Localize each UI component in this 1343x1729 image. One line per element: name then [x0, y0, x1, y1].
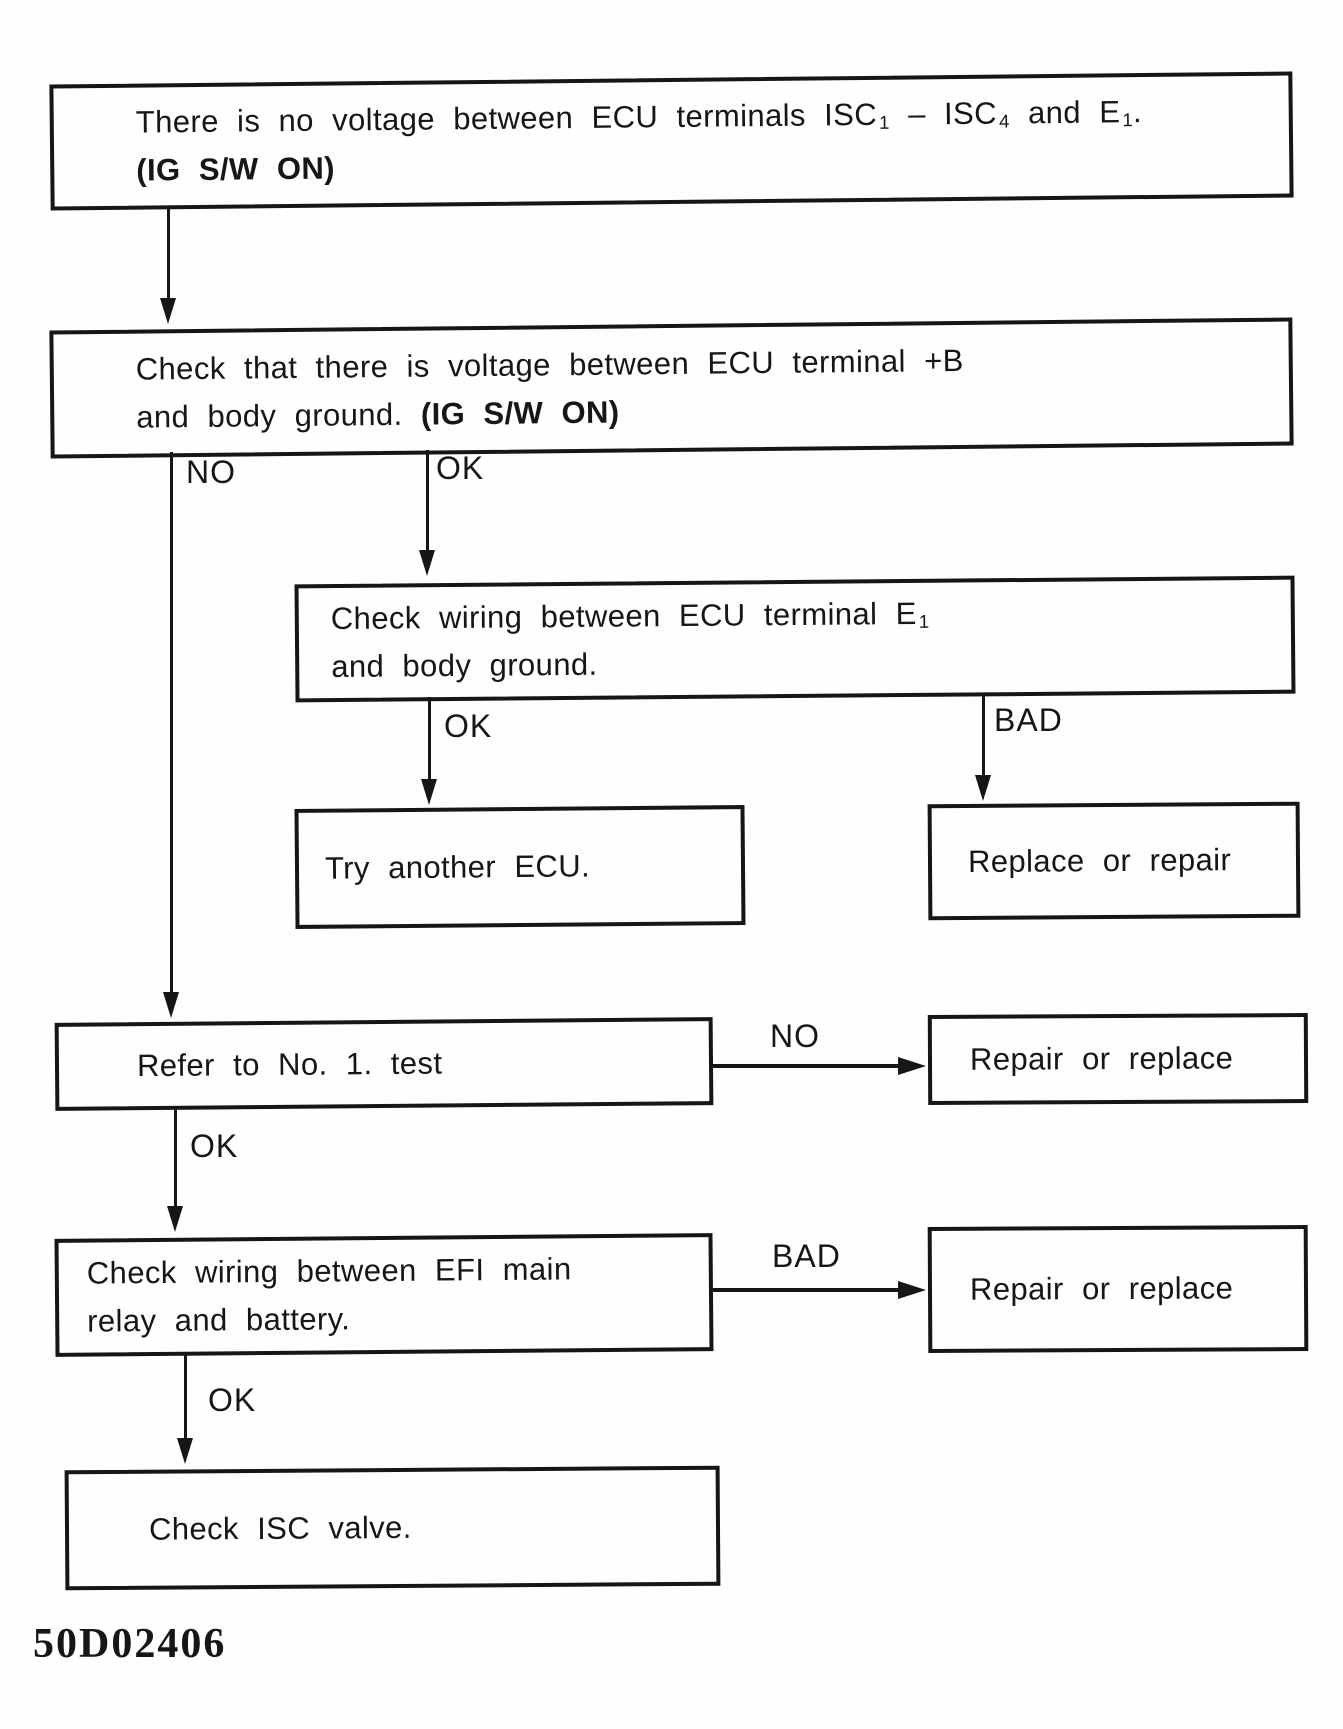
connector-no-to-refer-test [170, 452, 173, 994]
node-text: Try another ECU. [324, 848, 591, 886]
node-text: Repair or replace [969, 1270, 1234, 1307]
arrowhead-right-icon [898, 1281, 926, 1299]
edge-label-ok: OK [190, 1128, 239, 1164]
node-text-line1: Check wiring between ECU terminal E1 [330, 595, 930, 637]
node-text-line1: Check wiring between EFI main [86, 1251, 572, 1291]
edge-label-no: NO [770, 1018, 820, 1054]
node-text: Repair or replace [969, 1040, 1234, 1077]
node-text: Replace or repair [967, 842, 1232, 879]
arrowhead-down-icon [163, 992, 179, 1018]
node-check-e1-wiring: Check wiring between ECU terminal E1 and… [294, 575, 1296, 703]
figure-code: 50D02406 [33, 1621, 227, 1667]
node-text: Check ISC valve. [148, 1509, 412, 1547]
node-try-another-ecu: Try another ECU. [294, 805, 746, 929]
node-refer-no1-test: Refer to No. 1. test [54, 1017, 714, 1111]
arrowhead-down-icon [975, 775, 991, 801]
arrowhead-down-icon [419, 550, 435, 576]
edge-label-ok: OK [436, 450, 485, 486]
node-text-line2: relay and battery. [87, 1301, 351, 1339]
node-text: Refer to No. 1. test [136, 1045, 443, 1084]
edge-label-no: NO [186, 454, 236, 490]
node-repair-or-replace-1: Repair or replace [927, 1013, 1309, 1105]
node-replace-or-repair: Replace or repair [927, 801, 1301, 921]
node-check-plus-b-voltage: Check that there is voltage between ECU … [49, 317, 1294, 459]
node-check-efi-main-relay: Check wiring between EFI main relay and … [54, 1233, 714, 1357]
arrowhead-down-icon [421, 779, 437, 805]
connector-bad-to-repair-2 [713, 1288, 903, 1292]
connector-no-to-repair-1 [713, 1064, 903, 1068]
edge-label-ok: OK [444, 708, 493, 744]
connector-ok-to-check-e1 [426, 450, 429, 552]
node-text-line2: and body ground. [331, 646, 598, 685]
edge-label-ok: OK [208, 1382, 257, 1418]
connector-bad-to-replace [982, 695, 985, 777]
arrowhead-down-icon [160, 298, 176, 324]
connector-ok-to-try-ecu [428, 697, 431, 781]
edge-label-bad: BAD [772, 1238, 841, 1274]
connector-ok-to-check-isc-valve [184, 1354, 187, 1440]
arrowhead-right-icon [898, 1057, 926, 1075]
connector-ok-to-check-efi-relay [174, 1108, 177, 1208]
node-check-isc-valve: Check ISC valve. [64, 1465, 721, 1591]
connector-start-to-check-plus-b [167, 206, 170, 301]
arrowhead-down-icon [167, 1206, 183, 1232]
arrowhead-down-icon [177, 1438, 193, 1464]
edge-label-bad: BAD [994, 702, 1063, 738]
node-repair-or-replace-2: Repair or replace [927, 1225, 1309, 1353]
node-no-voltage-isc-terminals: There is no voltage between ECU terminal… [49, 71, 1294, 211]
